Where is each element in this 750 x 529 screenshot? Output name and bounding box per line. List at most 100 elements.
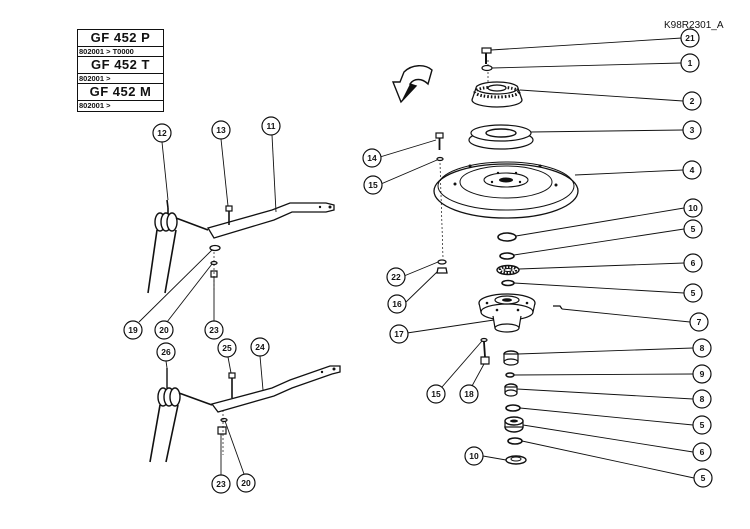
- bearing: [496, 264, 520, 276]
- bolt: [225, 205, 233, 225]
- svg-text:8: 8: [700, 343, 705, 353]
- callout-8: 8: [517, 338, 712, 358]
- small-washer: [505, 372, 515, 378]
- callout-2: 2: [519, 89, 702, 111]
- circlip: [499, 252, 515, 260]
- callout-5c: 5: [519, 407, 712, 435]
- callout-23: 23: [204, 277, 224, 340]
- model-name: GF 452 M: [89, 84, 152, 99]
- callout-1: 1: [491, 53, 700, 73]
- callout-7: 7: [561, 308, 709, 332]
- washer: [481, 64, 493, 72]
- svg-text:4: 4: [690, 165, 695, 175]
- bolt: [228, 372, 236, 398]
- callout-20b: 20: [224, 420, 256, 493]
- svg-text:11: 11: [267, 121, 276, 131]
- model-serial: 802001 > T0000: [78, 46, 163, 57]
- callout-8b: 8: [516, 388, 712, 409]
- svg-text:20: 20: [241, 478, 251, 488]
- model-box-p: GF 452 P 802001 > T0000: [77, 29, 164, 58]
- nut: [436, 267, 448, 274]
- svg-text:8: 8: [700, 394, 705, 404]
- svg-text:20: 20: [159, 325, 169, 335]
- callout-24: 24: [250, 337, 270, 391]
- callout-20: 20: [154, 263, 213, 340]
- nut: [217, 426, 227, 435]
- callout-10: 10: [515, 198, 703, 237]
- tine-arm: [207, 202, 335, 239]
- callout-6b: 6: [522, 424, 712, 462]
- model-name: GF 452 P: [90, 30, 151, 45]
- seal-cup: [468, 124, 534, 150]
- callout-18: 18: [459, 363, 485, 404]
- bevel-gear: [471, 81, 523, 108]
- model-box-t: GF 452 T 802001 >: [77, 56, 164, 85]
- sleeve: [504, 383, 518, 397]
- washer: [220, 417, 228, 423]
- svg-text:17: 17: [394, 329, 404, 339]
- svg-text:22: 22: [391, 272, 401, 282]
- rotation-arrow-icon: [391, 65, 433, 104]
- svg-text:24: 24: [255, 342, 265, 352]
- hub-housing: [478, 293, 536, 333]
- svg-text:15: 15: [431, 389, 441, 399]
- bolt: [435, 132, 444, 150]
- svg-text:6: 6: [691, 258, 696, 268]
- callout-9: 9: [513, 364, 712, 384]
- washer: [436, 156, 444, 162]
- svg-text:26: 26: [161, 347, 171, 357]
- svg-text:13: 13: [216, 125, 226, 135]
- sleeve: [503, 350, 519, 366]
- spring-tine: [149, 368, 213, 463]
- tine-arm: [210, 365, 341, 413]
- circlip: [505, 404, 521, 412]
- model-serial: 802001 >: [78, 100, 163, 111]
- disc-plate: [433, 161, 579, 219]
- callout-4: 4: [574, 160, 702, 180]
- circlip: [507, 437, 523, 445]
- bearing: [504, 416, 524, 433]
- svg-text:1: 1: [688, 58, 693, 68]
- thrust-washer: [497, 232, 517, 242]
- svg-text:5: 5: [691, 288, 696, 298]
- svg-text:10: 10: [469, 451, 479, 461]
- callout-12: 12: [152, 123, 172, 201]
- callout-14: 14: [362, 139, 437, 168]
- spring-tine: [147, 199, 209, 294]
- svg-text:19: 19: [128, 325, 138, 335]
- callout-22: 22: [386, 261, 439, 287]
- clamp-washer: [209, 244, 221, 252]
- callout-6: 6: [518, 253, 703, 273]
- svg-text:3: 3: [690, 125, 695, 135]
- thrust-washer: [505, 455, 527, 465]
- svg-text:25: 25: [222, 343, 232, 353]
- svg-text:5: 5: [700, 420, 705, 430]
- callout-11: 11: [261, 116, 281, 213]
- callout-13: 13: [211, 120, 231, 207]
- bolt: [480, 337, 490, 365]
- svg-text:16: 16: [392, 299, 402, 309]
- callout-17: 17: [389, 319, 495, 344]
- model-serial: 802001 >: [78, 73, 163, 84]
- svg-text:2: 2: [690, 96, 695, 106]
- svg-text:14: 14: [367, 153, 377, 163]
- callout-16: 16: [387, 271, 438, 314]
- svg-text:7: 7: [697, 317, 702, 327]
- svg-text:5: 5: [701, 473, 706, 483]
- drawing-reference: K98R2301_A: [664, 20, 724, 31]
- callout-19: 19: [123, 249, 213, 340]
- callout-3: 3: [530, 120, 702, 140]
- grease-nipple: [553, 305, 563, 310]
- callout-21: 21: [490, 28, 700, 51]
- svg-text:15: 15: [368, 180, 378, 190]
- svg-text:21: 21: [685, 33, 695, 43]
- callout-5: 5: [513, 219, 703, 256]
- callout-23b: 23: [211, 434, 231, 494]
- svg-text:5: 5: [691, 224, 696, 234]
- callout-25: 25: [217, 338, 237, 374]
- callout-5b: 5: [513, 282, 703, 303]
- callout-15b: 15: [426, 340, 483, 404]
- svg-text:10: 10: [688, 203, 698, 213]
